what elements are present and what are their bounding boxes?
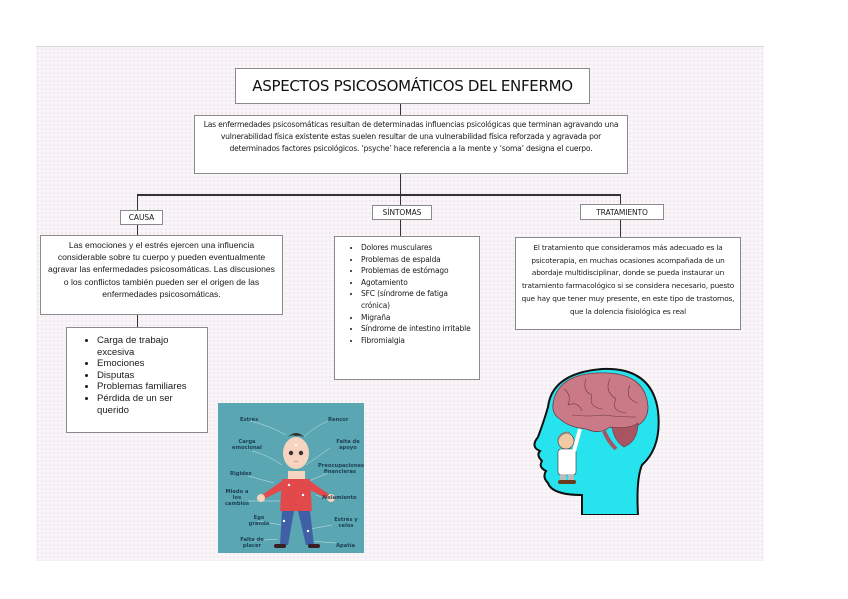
factor-label: Falta de placer [240,537,264,549]
diagram-title: ASPECTOS PSICOSOMÁTICOS DEL ENFERMO [235,68,590,104]
list-item: Problemas familiares [97,381,203,393]
psychosomatic-factors-illustration: Estrés Carga emocional Rigidez Miedo a l… [218,403,364,553]
factor-label: Ego grande [248,515,270,527]
factor-label: Falta de apoyo [336,439,360,451]
list-item: Problemas de estómago [361,265,475,277]
list-item: SFC (síndrome de fatiga crónica) [361,288,475,311]
factor-label: Rigidez [230,471,252,477]
list-item: Carga de trabajo excesiva [97,335,203,358]
connector-causa-list [137,315,138,327]
list-item: Pérdida de un ser querido [97,393,203,416]
tratamiento-description: El tratamiento que consideramos más adec… [515,237,741,330]
factor-label: Estrés y celos [334,517,358,529]
list-item: Disputas [97,370,203,382]
factor-label: Estrés [240,417,259,423]
list-item: Agotamiento [361,277,475,289]
description-box: Las enfermedades psicosomáticas resultan… [194,115,628,174]
list-item: Síndrome de intestino irritable [361,323,475,335]
connector-horizontal [137,194,621,196]
list-item: Migraña [361,312,475,324]
person-figure-icon [247,420,337,548]
connector-title-desc [400,104,401,115]
factor-label: Rencor [328,417,349,423]
branch-label-tratamiento: TRATAMIENTO [580,204,664,220]
branch-label-sintomas: SÍNTOMAS [372,205,432,220]
causa-description: Las emociones y el estrés ejercen una in… [40,235,283,315]
list-item: Fibromialgia [361,335,475,347]
sintomas-list: Dolores musculares Problemas de espalda … [334,236,480,380]
factor-label: Carga emocional [232,439,262,451]
factor-label: Miedo a los cambios [224,489,250,507]
connector-desc-branch [400,174,401,195]
factor-label: Aislamiento [322,495,357,501]
list-item: Problemas de espalda [361,254,475,266]
factor-label: Preocupaciones financieras [318,463,364,475]
list-item: Dolores musculares [361,242,475,254]
branch-label-causa: CAUSA [120,210,163,225]
causa-list: Carga de trabajo excesiva Emociones Disp… [66,327,208,433]
head-brain-icon [533,367,660,515]
factor-label: Apatía [336,543,355,549]
list-item: Emociones [97,358,203,370]
